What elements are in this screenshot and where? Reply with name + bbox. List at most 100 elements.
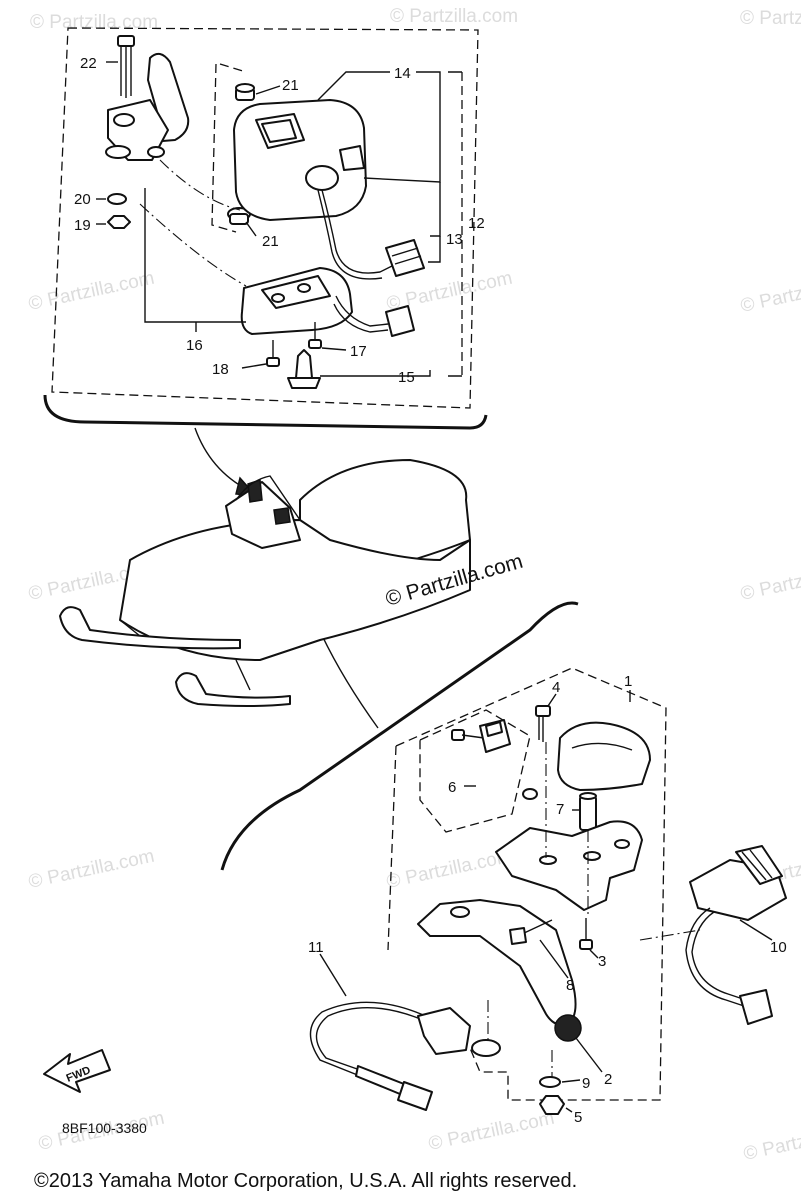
switch-cable-11 xyxy=(309,1001,501,1111)
grommet-21-lower xyxy=(227,207,251,225)
leader-17 xyxy=(321,347,347,351)
watermark: © Partzilla.com xyxy=(27,846,157,893)
fwd-arrow-icon: FWD xyxy=(43,1049,111,1093)
diagram-code: 8BF100-3380 xyxy=(62,1120,147,1136)
washer-9 xyxy=(539,1076,561,1088)
ski-front xyxy=(59,606,241,650)
copyright-notice: ©2013 Yamaha Motor Corporation, U.S.A. A… xyxy=(34,1170,577,1192)
leader-18 xyxy=(241,363,267,369)
bolt-15 xyxy=(287,349,321,389)
callout-7: 7 xyxy=(556,801,564,818)
grommet-subbox xyxy=(211,63,247,233)
handlebar-grip xyxy=(247,478,263,503)
watermark: © Partzilla.com xyxy=(427,1108,557,1155)
callout-18: 18 xyxy=(212,361,229,378)
callout-2: 2 xyxy=(604,1071,612,1088)
leader-11 xyxy=(319,953,347,997)
nut-5 xyxy=(539,1095,565,1115)
lever-ball-end xyxy=(554,1014,582,1042)
handlebar-grip xyxy=(273,507,291,525)
callout-12: 12 xyxy=(468,215,485,232)
snowmobile-windshield xyxy=(235,475,301,521)
brake-switch-10 xyxy=(685,845,787,1025)
ski-strut xyxy=(119,619,251,691)
callout-16: 16 xyxy=(186,337,203,354)
screw-8 xyxy=(509,919,553,945)
callout-6: 6 xyxy=(448,779,456,796)
leader-21a xyxy=(255,85,281,95)
handlebar-bracket xyxy=(105,52,190,161)
leader-3 xyxy=(589,949,599,959)
inset-frame xyxy=(43,394,488,430)
assembly-boundary-1 xyxy=(387,667,667,1101)
watermark: © Partzilla.com xyxy=(390,6,518,27)
leader-13 xyxy=(430,182,441,237)
watermark: © Partzilla.com xyxy=(30,12,158,33)
callout-14: 14 xyxy=(394,65,411,82)
alignment-line xyxy=(159,159,241,211)
cover-cable xyxy=(335,295,389,327)
watermark: © Partzilla.com xyxy=(740,8,801,29)
watermark: © Partzilla.com xyxy=(27,268,157,315)
nut-19 xyxy=(107,215,131,229)
leader-16 xyxy=(144,188,246,332)
callout-10: 10 xyxy=(770,939,787,956)
collar-7 xyxy=(579,792,597,831)
callout-22: 22 xyxy=(80,55,97,72)
callout-3: 3 xyxy=(598,953,606,970)
lever-bracket xyxy=(495,820,643,911)
watermark: © Partzilla.com xyxy=(739,270,801,317)
screw-3 xyxy=(579,918,593,950)
inset-frame-lower xyxy=(220,601,579,871)
snowmobile-illustration xyxy=(59,459,471,707)
lower-cover-16 xyxy=(240,267,353,335)
callout-4: 4 xyxy=(552,679,560,696)
alignment-line xyxy=(639,929,701,941)
inset-boundary xyxy=(51,27,479,409)
pivot-bolt-6 xyxy=(451,719,538,800)
leader-13b xyxy=(428,236,441,263)
callout-15: 15 xyxy=(398,369,415,386)
leader-9 xyxy=(561,1079,581,1083)
leader-12 xyxy=(448,71,462,377)
callout-17: 17 xyxy=(350,343,367,360)
callout-9: 9 xyxy=(582,1075,590,1092)
subassembly-boundary-6 xyxy=(419,709,531,833)
callout-21-upper: 21 xyxy=(282,77,299,94)
callout-21-lower: 21 xyxy=(262,233,279,250)
ski-rear xyxy=(175,672,291,707)
callout-1: 1 xyxy=(624,673,632,690)
alignment-line xyxy=(139,203,247,287)
watermark: © Partzilla.com xyxy=(385,846,515,893)
leader-15 xyxy=(320,370,431,377)
leader-14b xyxy=(363,71,441,183)
washer-20 xyxy=(107,193,127,205)
callout-20: 20 xyxy=(74,191,91,208)
leader-4 xyxy=(547,693,557,707)
throttle-housing-14 xyxy=(233,99,367,221)
bottom-inset: 1 4 6 7 10 3 8 11 2 9 5 xyxy=(220,601,787,1126)
connector-16 xyxy=(385,305,415,337)
watermark: © Partzilla.com xyxy=(739,558,801,605)
leader-5 xyxy=(565,1107,573,1113)
leader-2 xyxy=(575,1037,603,1073)
bolt-22 xyxy=(117,35,135,98)
leader-10 xyxy=(739,919,773,941)
callout-13: 13 xyxy=(446,231,463,248)
screw-18 xyxy=(266,340,280,367)
lever-cover-1 xyxy=(557,721,651,791)
brake-lever-2 xyxy=(417,899,582,1042)
callout-11: 11 xyxy=(308,939,324,956)
leader-14 xyxy=(317,71,390,101)
snowmobile-hood xyxy=(225,481,301,549)
grommet-21-upper xyxy=(235,83,255,101)
leader-8 xyxy=(539,939,569,979)
top-inset: 22 21 14 20 19 21 13 12 16 17 18 15 xyxy=(43,27,488,430)
connector-13 xyxy=(385,239,425,277)
callout-5: 5 xyxy=(574,1109,582,1126)
leader-21b xyxy=(245,221,257,237)
callout-19: 19 xyxy=(74,217,91,234)
screw-17 xyxy=(308,322,322,349)
switch-cable-13 xyxy=(321,189,393,274)
